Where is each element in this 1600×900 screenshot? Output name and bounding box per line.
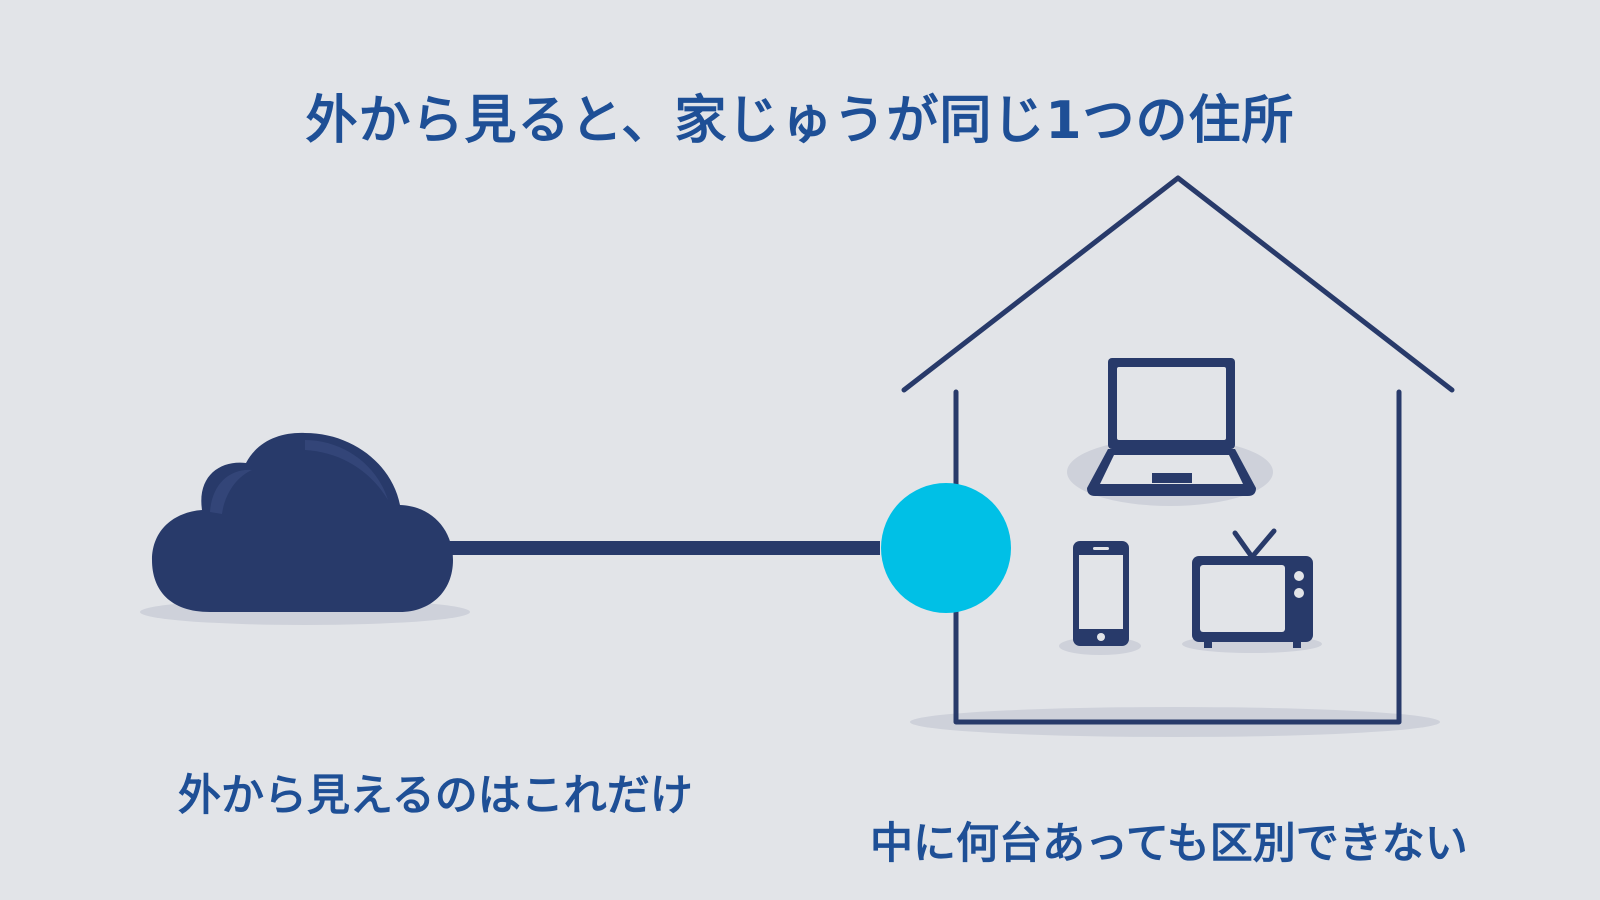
tv-icon	[1192, 528, 1313, 648]
laptop-icon	[1087, 358, 1256, 496]
router-dot-icon	[881, 483, 1011, 613]
caption-outside-view: 外から見えるのはこれだけ	[178, 771, 693, 821]
cloud-icon	[152, 432, 453, 612]
smartphone-icon	[1073, 541, 1129, 646]
caption-inside-devices: 中に何台あっても区別できない	[870, 819, 1468, 869]
diagram-title: 外から見ると、家じゅうが同じ1つの住所	[305, 90, 1295, 151]
